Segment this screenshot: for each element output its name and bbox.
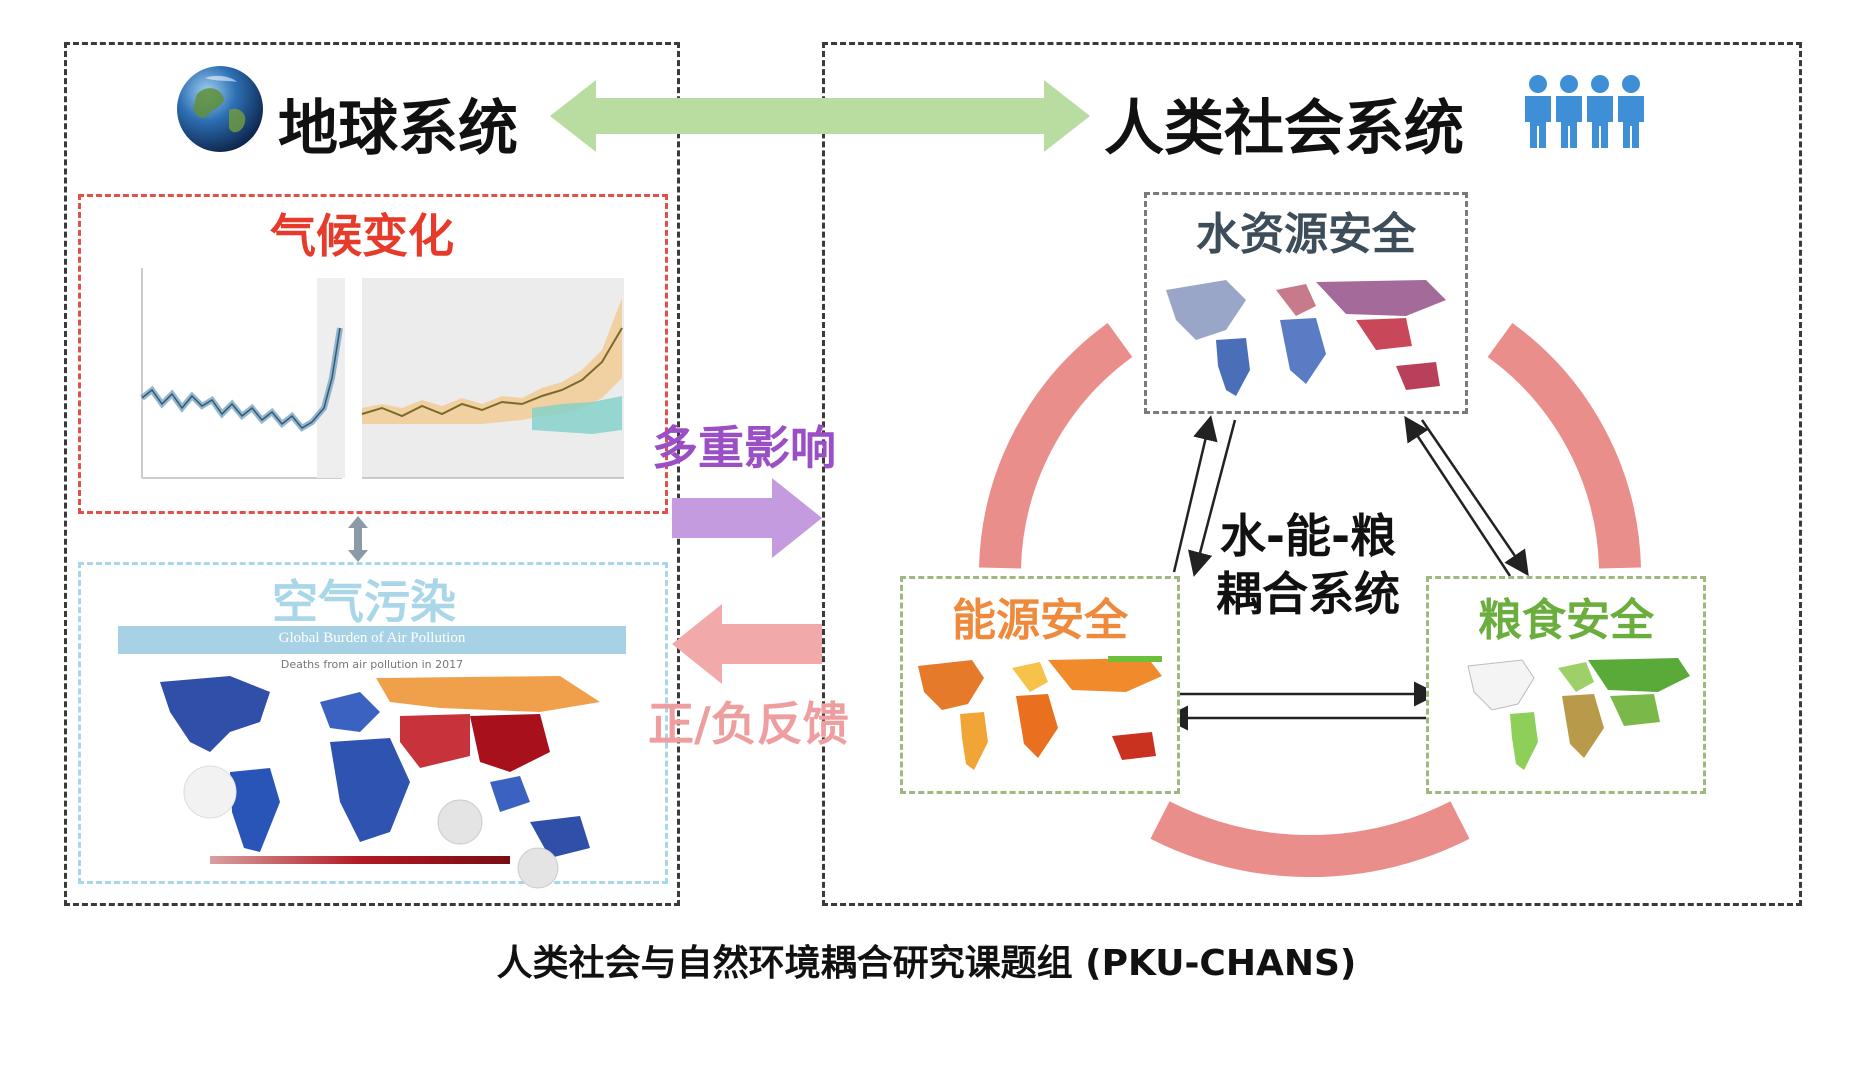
nexus-cycle-ring <box>979 322 1641 877</box>
human-system-title: 人类社会系统 <box>1104 94 1464 164</box>
feedback-label: 正/负反馈 <box>648 697 849 751</box>
nexus-center-line2: 耦合系统 <box>1216 567 1400 621</box>
climate-air-link-arrow <box>348 516 368 562</box>
impact-label: 多重影响 <box>652 421 836 475</box>
earth-system-title: 地球系统 <box>278 94 518 164</box>
human-system-box <box>822 42 1802 906</box>
energy-security-title: 能源安全 <box>952 595 1128 646</box>
food-security-map <box>1467 658 1690 770</box>
bidirectional-system-arrow <box>550 80 1090 152</box>
nexus-center-line1: 水-能-粮 <box>1219 509 1397 563</box>
energy-security-map <box>918 656 1162 770</box>
water-security-map <box>1166 280 1446 396</box>
air-pollution-subtitle: Deaths from air pollution in 2017 <box>280 658 464 671</box>
earth-system-box <box>64 42 680 906</box>
water-security-title: 水资源安全 <box>1196 209 1416 260</box>
nexus-connectors <box>1163 415 1529 731</box>
air-pollution-scale-bar <box>210 856 510 864</box>
air-pollution-title: 空气污染 <box>272 575 456 629</box>
bottom-caption: 人类社会与自然环境耦合研究课题组 (PKU-CHANS) <box>496 943 1357 984</box>
air-pollution-banner <box>118 626 626 654</box>
climate-temperature-chart <box>112 258 632 488</box>
impact-arrow <box>672 478 822 558</box>
air-pollution-world-map <box>160 676 600 889</box>
globe-icon <box>177 66 263 152</box>
air-pollution-banner-text: Global Burden of Air Pollution <box>278 630 466 646</box>
feedback-arrow <box>672 604 822 684</box>
food-security-title: 粮食安全 <box>1478 595 1654 646</box>
people-group-icon <box>1525 75 1644 148</box>
climate-change-title: 气候变化 <box>270 209 454 263</box>
